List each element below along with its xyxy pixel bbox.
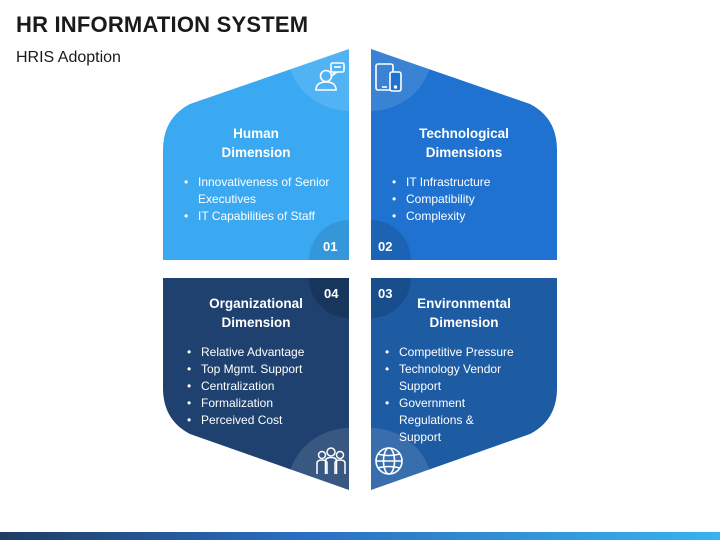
list-item: Centralization	[186, 378, 336, 395]
panel-human-content: Human Dimension Innovativeness of Senior…	[176, 124, 336, 225]
heading-line: Dimension	[429, 315, 499, 330]
list-item: IT Infrastructure	[391, 174, 544, 191]
list-item: Complexity	[391, 208, 544, 225]
list-item: Technology Vendor Support	[384, 361, 514, 395]
list-item: Innovativeness of Senior Executives	[183, 174, 336, 208]
panel-technological-list: IT Infrastructure Compatibility Complexi…	[391, 174, 544, 225]
person-chat-icon	[315, 62, 345, 91]
heading-line: Dimension	[221, 315, 291, 330]
heading-line: Dimensions	[425, 145, 503, 160]
list-item: Formalization	[186, 395, 336, 412]
panel-technological-content: Technological Dimensions IT Infrastructu…	[384, 124, 544, 225]
panel-human-heading: Human Dimension	[176, 124, 336, 162]
list-item: Government Regulations & Support	[384, 395, 514, 446]
heading-line: Organizational	[209, 296, 303, 311]
page-title: HR INFORMATION SYSTEM	[16, 12, 309, 37]
panel-environmental-content: Environmental Dimension Competitive Pres…	[384, 294, 544, 446]
heading-line: Environmental	[417, 296, 511, 311]
panel-technological-heading: Technological Dimensions	[384, 124, 544, 162]
devices-icon	[375, 63, 402, 92]
list-item: Competitive Pressure	[384, 344, 514, 361]
panel-number-01: 01	[323, 239, 338, 254]
panel-number-04: 04	[324, 286, 339, 301]
panel-environmental-heading: Environmental Dimension	[384, 294, 544, 332]
heading-line: Human	[233, 126, 279, 141]
panel-organizational-content: Organizational Dimension Relative Advant…	[176, 294, 336, 429]
panel-number-02: 02	[378, 239, 393, 254]
panel-organizational-list: Relative Advantage Top Mgmt. Support Cen…	[186, 344, 336, 429]
list-item: Compatibility	[391, 191, 544, 208]
footer-gradient-bar	[0, 532, 720, 540]
page-subtitle: HRIS Adoption	[16, 49, 121, 66]
list-item: IT Capabilities of Staff	[183, 208, 336, 225]
list-item: Relative Advantage	[186, 344, 336, 361]
list-item: Perceived Cost	[186, 412, 336, 429]
globe-icon	[375, 447, 403, 475]
panel-organizational-heading: Organizational Dimension	[176, 294, 336, 332]
panel-environmental-list: Competitive Pressure Technology Vendor S…	[384, 344, 514, 446]
people-group-icon	[316, 447, 346, 474]
panel-human-list: Innovativeness of Senior Executives IT C…	[183, 174, 336, 225]
list-item: Top Mgmt. Support	[186, 361, 336, 378]
panel-number-03: 03	[378, 286, 393, 301]
heading-line: Technological	[419, 126, 509, 141]
heading-line: Dimension	[221, 145, 291, 160]
